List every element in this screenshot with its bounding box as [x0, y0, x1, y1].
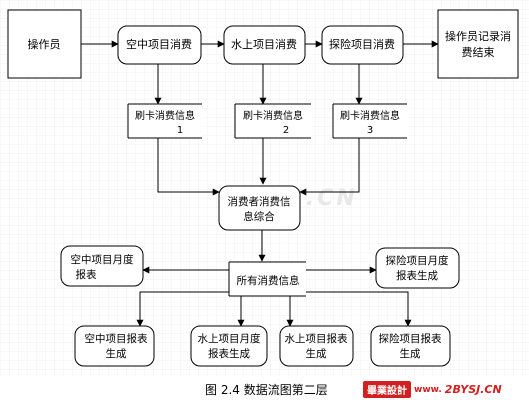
data-store-1: 刷卡消费信息 1: [127, 103, 202, 139]
process-water-label: 水上项目消费: [231, 37, 297, 51]
all-consume-label: 所有消费信息: [237, 274, 300, 287]
explore-monthly-label-2: 报表生成: [396, 269, 438, 282]
store-2-number: 2: [283, 125, 289, 136]
process-out-explore: 探险项目报表 生成: [370, 325, 451, 367]
brand-cn: 畢業設計: [363, 381, 411, 398]
out-water-month-label-1: 水上项目月度: [198, 332, 261, 345]
store-1-number: 1: [177, 125, 183, 136]
process-explore-monthly: 探险项目月度 报表生成: [375, 247, 460, 289]
process-air-monthly: 空中项目月度 报表: [60, 245, 144, 287]
out-explore-label-2: 生成: [400, 347, 421, 360]
air-monthly-label-2: 报表: [76, 268, 97, 281]
operator-end-label-1: 操作员记录消: [445, 29, 511, 43]
process-explore: 探险项目消费: [321, 25, 404, 65]
out-water-label-2: 生成: [306, 347, 327, 360]
out-water-label-1: 水上项目报表: [285, 332, 348, 345]
process-consumer-info: 消费者消费信 息综合: [218, 185, 301, 231]
out-air-label-1: 空中项目报表: [85, 332, 148, 345]
connectors: [81, 40, 439, 327]
process-out-water: 水上项目报表 生成: [279, 325, 354, 367]
flow-store3-to-consumer: [299, 138, 360, 196]
explore-monthly-label-1: 探险项目月度: [386, 254, 449, 267]
air-monthly-label-1: 空中项目月度: [71, 253, 134, 266]
process-out-air: 空中项目报表 生成: [74, 325, 155, 367]
out-water-month-label-2: 报表生成: [208, 347, 250, 360]
out-explore-label-1: 探险项目报表: [379, 332, 442, 345]
brand-site: 2BYSJ.CN: [444, 383, 502, 396]
process-water: 水上项目消费: [223, 25, 306, 65]
data-store-2: 刷卡消费信息 2: [234, 103, 311, 139]
operator-label: 操作员: [28, 37, 61, 51]
process-air: 空中项目消费: [117, 25, 202, 65]
brand-logo: 畢業設計 www. 2BYSJ.CN: [363, 381, 502, 398]
flow-store1-to-consumer: [157, 138, 220, 196]
store-3-label: 刷卡消费信息: [340, 109, 400, 122]
consumer-info-label-2: 息综合: [243, 210, 275, 223]
process-air-label: 空中项目消费: [126, 37, 192, 51]
store-2-label: 刷卡消费信息: [243, 109, 303, 122]
store-1-label: 刷卡消费信息: [135, 109, 195, 122]
out-air-label-2: 生成: [106, 347, 127, 360]
operator-end-entity: 操作员记录消 费结束: [437, 9, 519, 79]
data-store-all: 所有消费信息: [228, 261, 306, 297]
process-explore-label: 探险项目消费: [329, 37, 395, 51]
figure-caption: 图 2.4 数据流图第二层: [205, 383, 328, 397]
operator-end-label-2: 费结束: [462, 46, 495, 59]
flow-all-to-out-explore: [305, 291, 412, 327]
process-out-water-month: 水上项目月度 报表生成: [190, 325, 268, 367]
flow-all-to-out-air: [136, 291, 232, 327]
store-3-number: 3: [367, 125, 373, 136]
operator-entity: 操作员: [7, 9, 82, 79]
brand-www: www.: [414, 384, 442, 395]
data-store-3: 刷卡消费信息 3: [332, 103, 407, 139]
caption-bar: 图 2.4 数据流图第二层: [0, 378, 529, 400]
consumer-info-label-1: 消费者消费信: [228, 195, 291, 208]
